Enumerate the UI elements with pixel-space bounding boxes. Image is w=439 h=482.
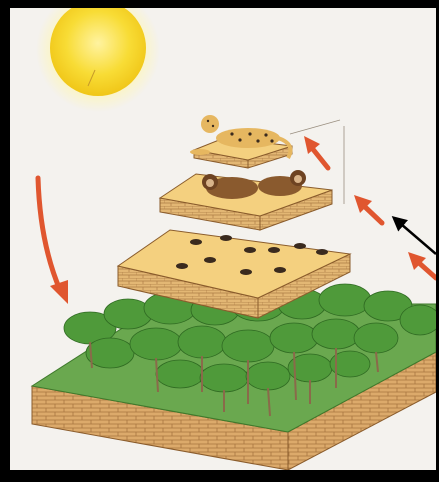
- energy-up-arrow-2: [354, 195, 382, 223]
- diagram-canvas: [10, 8, 436, 470]
- sun-to-plants-arrowhead: [50, 280, 68, 304]
- sun-to-plants-arrow: [38, 178, 60, 290]
- energy-up-arrow-3: [408, 252, 436, 278]
- tier-top-predator: [190, 115, 292, 168]
- energy-up-arrow-1: [304, 136, 328, 168]
- sun-icon: [36, 8, 160, 112]
- tier-secondary-consumers: [160, 170, 332, 230]
- black-pointer-arrow: [394, 218, 436, 254]
- ecological-pyramid-diagram: [10, 8, 436, 470]
